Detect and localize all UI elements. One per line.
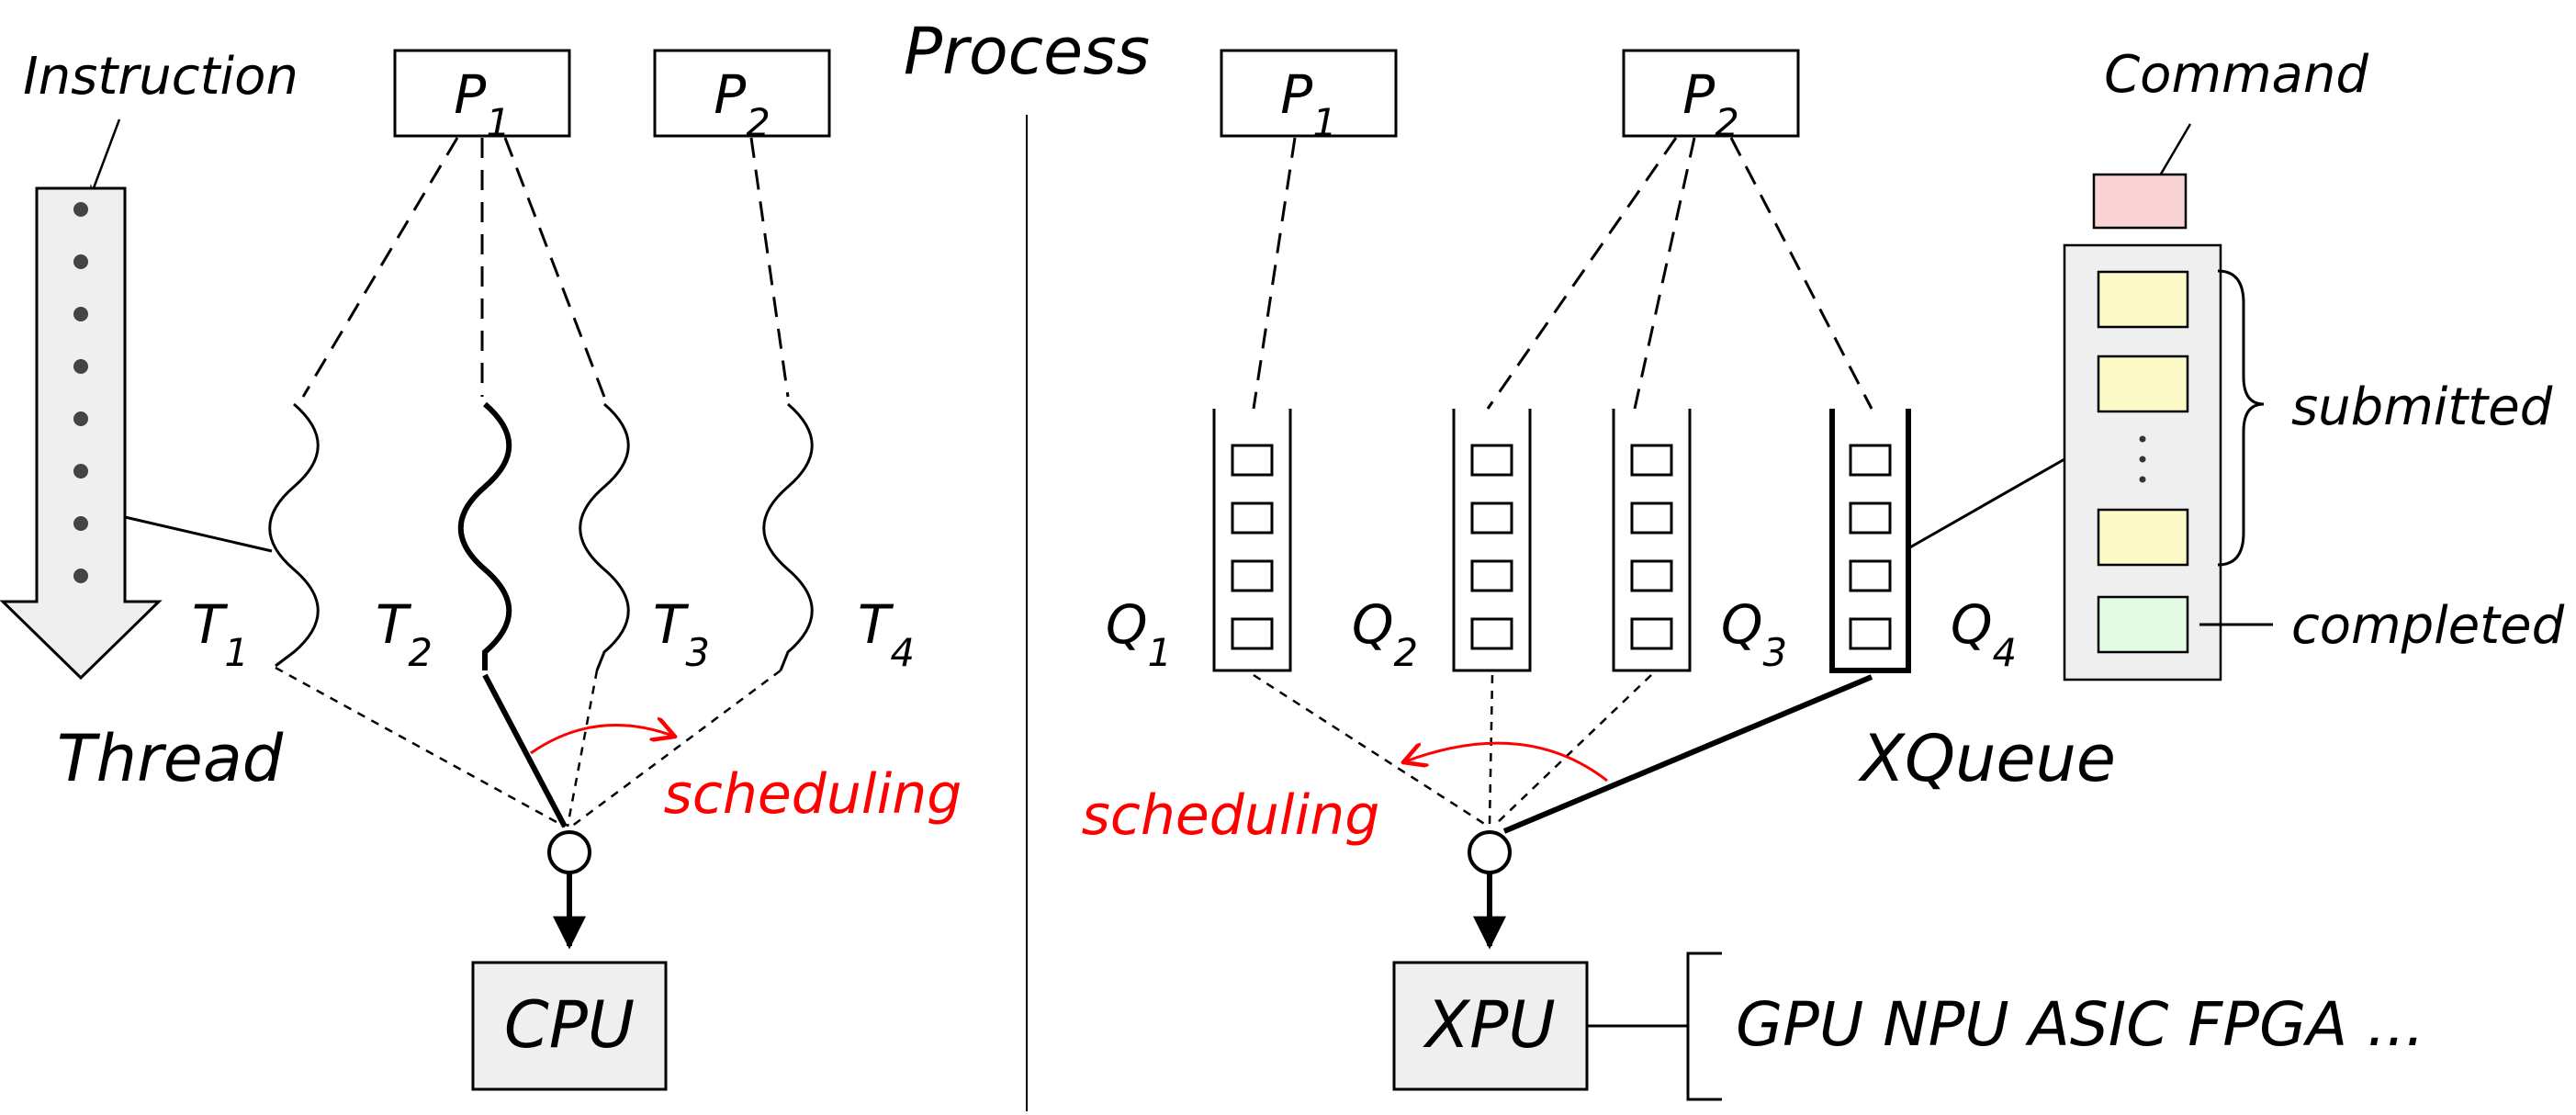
thread-t1-label: T1 (192, 593, 249, 675)
submitted-brace (2217, 269, 2265, 567)
svg-text:XPU: XPU (1422, 987, 1555, 1063)
xpu-process-p1: P1 (1220, 49, 1398, 145)
thread-t4-wave (762, 402, 814, 671)
thread-arrow (0, 186, 163, 681)
thread-connector (124, 515, 273, 553)
svg-text:CPU: CPU (504, 987, 635, 1063)
xqueue-label: XQueue (1857, 721, 2116, 796)
queue-q1-label: Q1 (1106, 593, 1172, 675)
thread-t2-label: T2 (376, 593, 433, 675)
instruction-pointer-arrow (92, 118, 121, 193)
thread-label: Thread (57, 721, 284, 796)
xpu-scheduling-arrow (1403, 741, 1608, 783)
xpu-scheduler-node (1468, 830, 1512, 874)
queue-q2-label: Q2 (1352, 593, 1418, 675)
thread-t1-wave (268, 402, 320, 668)
cpu-scheduling-label: scheduling (664, 762, 962, 827)
thread-t4-label: T4 (858, 593, 915, 675)
cpu-process-p1: P1 (393, 49, 571, 145)
thread-t3-label: T3 (653, 593, 710, 675)
queue-q3-label: Q3 (1721, 593, 1787, 675)
queue-q2 (1452, 409, 1532, 672)
xpu-box: XPU (1392, 961, 1589, 1091)
submitted-ellipsis-dots (2139, 435, 2146, 483)
queue-q4 (1829, 409, 1911, 673)
xpu-scheduler-links (1253, 673, 1873, 834)
diagram-title: Process (904, 14, 1150, 89)
submitted-label: submitted (2291, 377, 2553, 437)
cpu-box: CPU (471, 961, 668, 1091)
xpu-scheduling-label: scheduling (1082, 783, 1380, 848)
thread-t2-wave (457, 401, 512, 670)
command-label: Command (2104, 45, 2368, 105)
queue-q4-label: Q4 (1951, 593, 2017, 675)
instruction-label: Instruction (23, 47, 298, 107)
cpu-scheduler-node (547, 830, 591, 874)
new-command-block (2092, 173, 2188, 230)
completed-label: completed (2291, 596, 2565, 656)
completed-command-block (2097, 595, 2189, 654)
device-bracket (1686, 952, 1722, 1101)
thread-t3-wave (579, 402, 630, 671)
queue-q1 (1212, 409, 1292, 672)
queue-q3 (1612, 409, 1692, 672)
cpu-process-p2: P2 (653, 49, 831, 145)
xpu-process-queue-links (1252, 137, 1873, 410)
queue-detail-connector (1907, 457, 2065, 550)
xpu-process-p2: P2 (1622, 49, 1800, 145)
cpu-scheduling-arrow (530, 726, 675, 755)
device-list-label: GPU NPU ASIC FPGA ... (1736, 989, 2424, 1060)
submitted-commands (2097, 270, 2189, 567)
cpu-process-thread-links (301, 137, 790, 398)
cpu-scheduler-links (275, 666, 782, 828)
instruction-dots (73, 202, 88, 583)
